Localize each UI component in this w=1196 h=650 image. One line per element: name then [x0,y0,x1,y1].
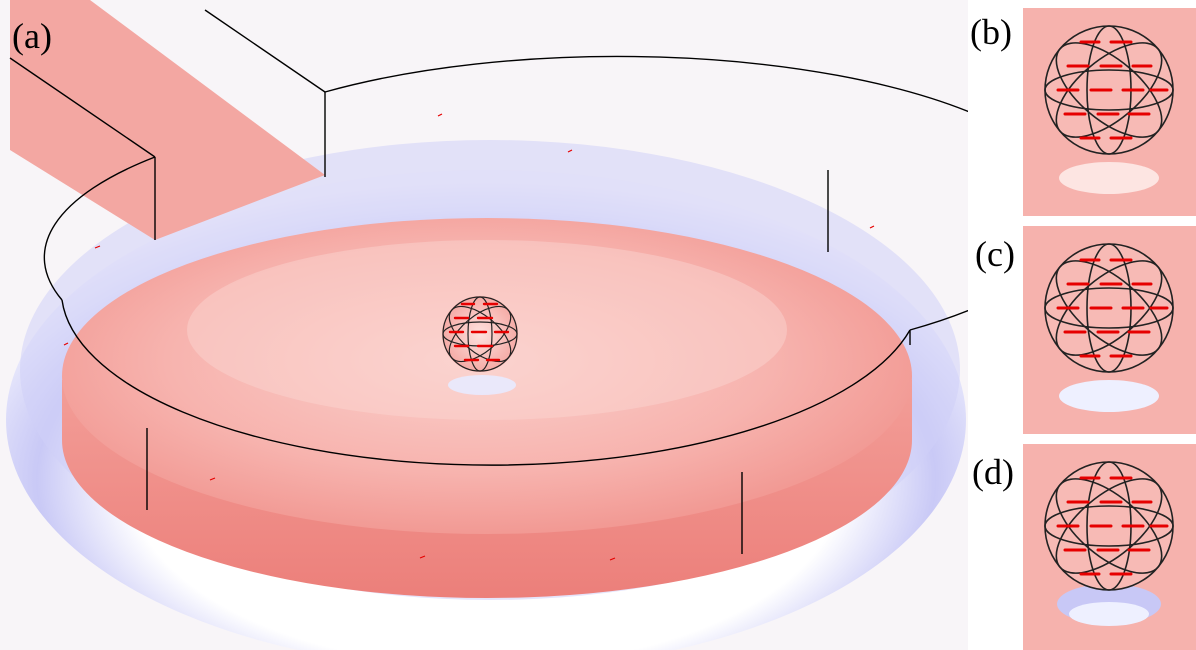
field-arrows-a [63,113,875,561]
microsphere-a [442,296,518,395]
panel-label-b: (b) [970,12,1012,52]
panel-label-c: (c) [975,234,1015,274]
panel-d-zoom [1023,444,1196,650]
field-plot-d [1023,444,1196,650]
field-plot-b [1023,8,1196,216]
waveguide-fill [10,0,325,240]
wireframe-outline [9,9,968,554]
field-plot-c [1023,226,1196,434]
panel-label-a: (a) [12,16,52,56]
panel-c-zoom [1023,226,1196,434]
panel-b-zoom [1023,8,1196,216]
field-plot-a [6,0,968,650]
panel-a-main-view [6,0,968,650]
panel-label-d: (d) [972,452,1014,492]
